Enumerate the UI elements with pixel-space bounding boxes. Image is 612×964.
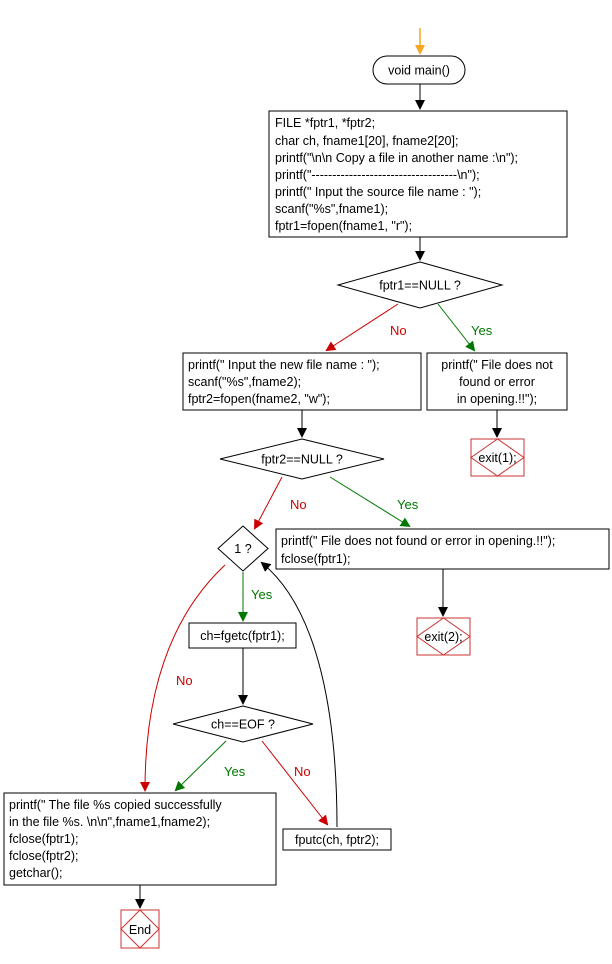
connector-decision2-no	[254, 476, 283, 530]
newfile-line: scanf("%s",fname2);	[188, 375, 301, 389]
connector-eof-yes	[174, 740, 227, 792]
decision1-label: fptr1==NULL ?	[379, 279, 461, 293]
block1-line: printf("\n\n Copy a file in another name…	[275, 151, 518, 165]
exit1-label: exit(1);	[478, 451, 516, 465]
putc-label: fputc(ch, fptr2);	[295, 833, 379, 847]
eof-label: ch==EOF ?	[211, 718, 275, 732]
loop-label: 1 ?	[234, 542, 251, 556]
label-decision2-yes: Yes	[397, 497, 419, 512]
error1-line: printf(" File does not	[441, 358, 553, 372]
newfile-line: fptr2=fopen(fname2, "w");	[188, 392, 330, 406]
error2-line: printf(" File does not found or error in…	[281, 534, 555, 548]
done-line: fclose(fptr2);	[9, 849, 78, 863]
end-label: End	[129, 923, 151, 937]
getc-label: ch=fgetc(fptr1);	[200, 629, 284, 643]
connector-decision1-yes	[437, 303, 476, 352]
done-line: getchar();	[9, 866, 63, 880]
done-line: printf(" The file %s copied successfully	[9, 798, 222, 812]
process-declarations: FILE *fptr1, *fptr2; char ch, fname1[20]…	[268, 110, 568, 238]
decision-fptr2-null: fptr2==NULL ?	[219, 438, 385, 480]
connector-decision1-no	[325, 303, 399, 352]
block1-line: fptr1=fopen(fname1, "r");	[275, 219, 412, 233]
process-error2: printf(" File does not found or error in…	[275, 528, 610, 570]
label-loop-no: No	[176, 673, 193, 688]
decision2-label: fptr2==NULL ?	[261, 453, 343, 467]
label-decision2-no: No	[290, 497, 307, 512]
connectors	[135, 28, 502, 909]
connector-eof-no	[261, 740, 329, 826]
decision-eof: ch==EOF ?	[172, 705, 314, 743]
start-label: void main()	[388, 64, 450, 78]
error2-line: fclose(fptr1);	[281, 552, 350, 566]
newfile-line: printf(" Input the new file name : ");	[188, 358, 380, 372]
connector-putc-loop	[260, 561, 338, 828]
block1-line: char ch, fname1[20], fname2[20];	[275, 134, 458, 148]
error1-line: in opening.!!");	[457, 392, 537, 406]
process-getc: ch=fgetc(fptr1);	[188, 622, 297, 649]
block1-line: FILE *fptr1, *fptr2;	[275, 116, 375, 130]
process-new-file: printf(" Input the new file name : "); s…	[182, 352, 422, 411]
block1-line: scanf("%s",fname1);	[275, 202, 388, 216]
error1-line: found or error	[459, 375, 535, 389]
end-terminal: End	[120, 909, 160, 949]
connector-loop-no	[140, 564, 226, 792]
label-eof-no: No	[294, 764, 311, 779]
connector-decision2-yes	[329, 476, 411, 528]
done-line: fclose(fptr1);	[9, 832, 78, 846]
exit2-terminal: exit(2);	[416, 617, 471, 656]
done-line: in the file %s. \n\n",fname1,fname2);	[9, 815, 210, 829]
decision-loop: 1 ?	[217, 525, 269, 572]
exit2-label: exit(2);	[424, 630, 462, 644]
label-loop-yes: Yes	[251, 587, 273, 602]
label-decision1-yes: Yes	[471, 323, 493, 338]
block1-line: printf(" Input the source file name : ")…	[275, 185, 481, 199]
process-error1: printf(" File does not found or error in…	[426, 352, 568, 411]
process-putc: fputc(ch, fptr2);	[282, 828, 392, 851]
start-terminal: void main()	[372, 55, 466, 85]
label-eof-yes: Yes	[224, 764, 246, 779]
exit1-terminal: exit(1);	[470, 438, 525, 477]
label-decision1-no: No	[390, 323, 407, 338]
decision-fptr1-null: fptr1==NULL ?	[336, 261, 504, 309]
process-done: printf(" The file %s copied successfully…	[3, 792, 277, 886]
block1-line: printf("--------------------------------…	[275, 168, 480, 182]
